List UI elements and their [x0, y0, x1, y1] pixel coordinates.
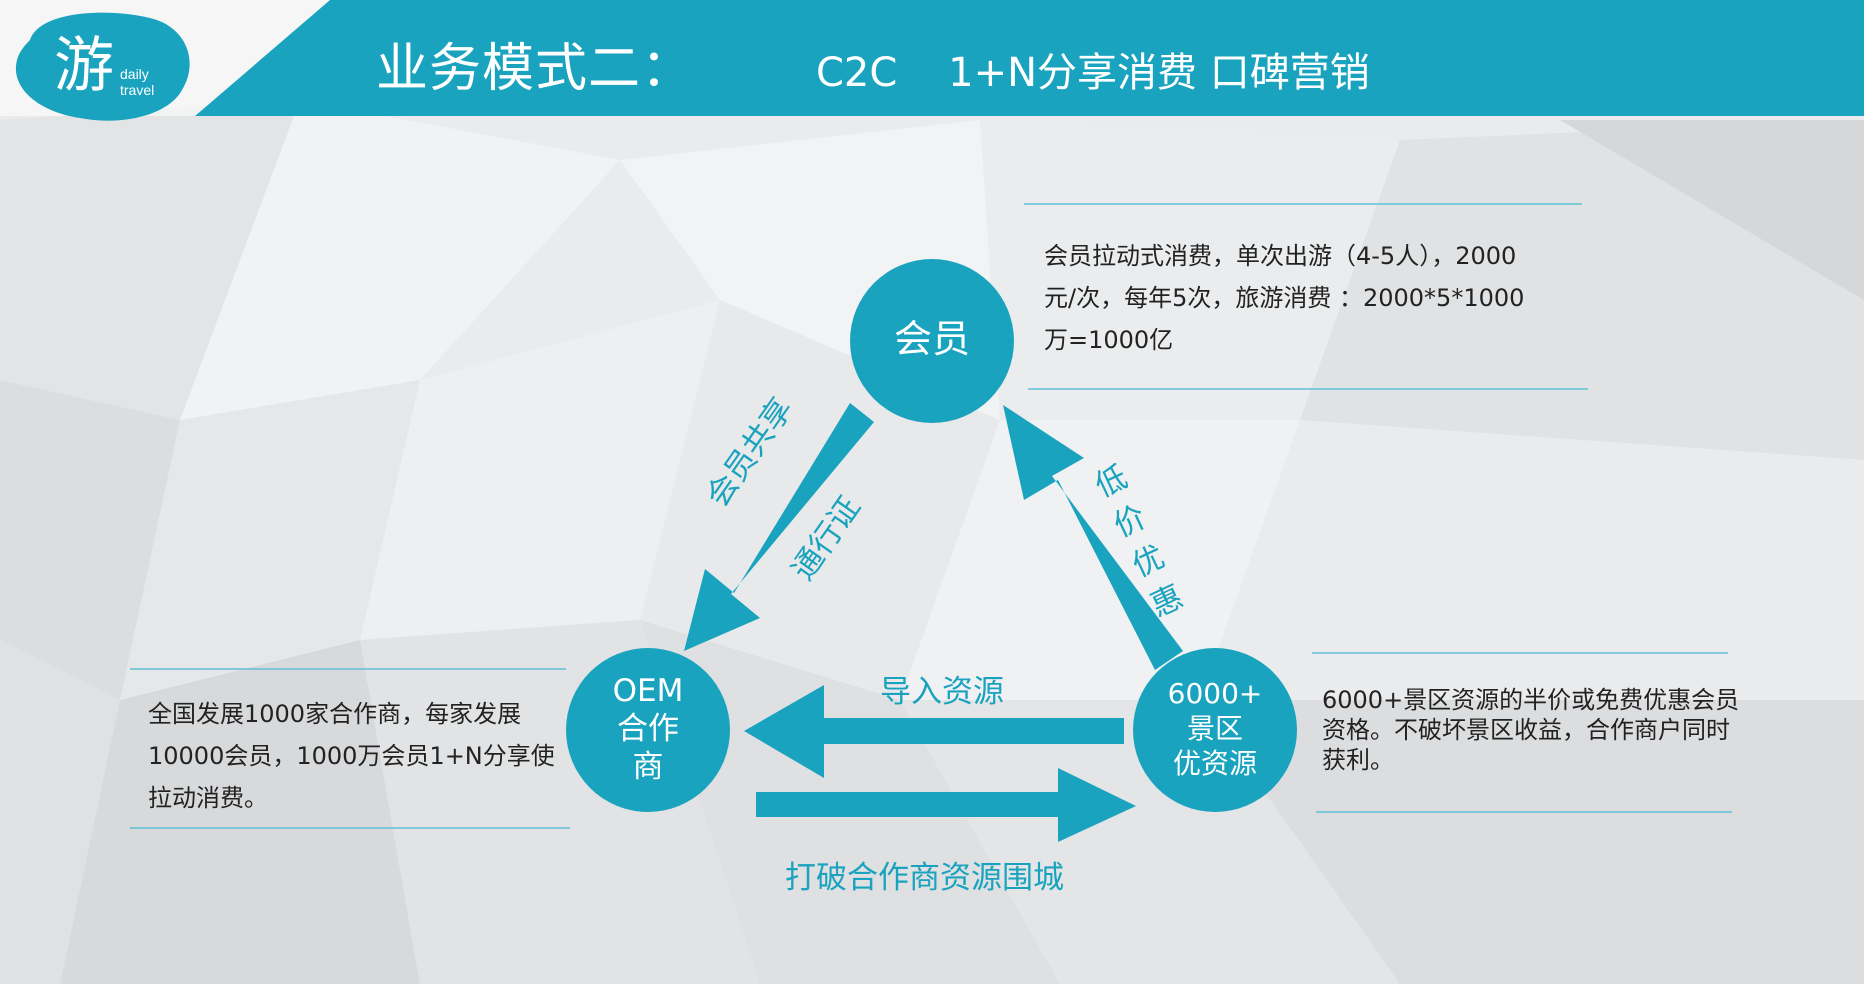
page-title: 业务模式二：	[376, 39, 695, 99]
resource-node	[1133, 648, 1297, 812]
arrow-member-to-oem	[684, 403, 874, 651]
member-description-line1: 会员拉动式消费，单次出游（4-5人），2000	[1044, 242, 1517, 270]
member-node	[850, 259, 1014, 423]
resource-node-label-line3: 优资源	[1172, 747, 1257, 780]
resource-description-line3: 获利。	[1322, 746, 1394, 774]
resource-description-line2: 资格。不破坏景区收益，合作商户同时	[1322, 716, 1730, 744]
member-node-label: 会员	[893, 317, 970, 361]
logo-text-daily: daily	[120, 66, 149, 82]
resource-description: 6000+景区资源的半价或免费优惠会员 资格。不破坏景区收益，合作商户同时 获利…	[1322, 685, 1762, 775]
oem-node-label-line2: 合作	[617, 711, 679, 747]
arrow-oem-to-resource	[756, 768, 1136, 842]
oem-node-label-line1: OEM	[612, 673, 684, 709]
oem-node	[566, 648, 730, 812]
oem-description-line3: 拉动消费。	[148, 784, 268, 812]
member-description-line2: 元/次，每年5次，旅游消费 ：2000*5*1000	[1044, 284, 1525, 312]
logo-glyph: 游	[54, 31, 114, 101]
logo-text-travel: travel	[120, 82, 155, 98]
header-bar	[195, 0, 1864, 116]
oem-node-label: OEM 合作 商	[576, 672, 720, 786]
oem-node-label-line3: 商	[632, 749, 664, 785]
oem-description-line1: 全国发展1000家合作商，每家发展	[148, 700, 522, 728]
page-subtitle: C2C 1+N分享消费 口碑营销	[816, 50, 1370, 96]
oem-description-line2: 10000会员，1000万会员1+N分享使	[148, 742, 555, 770]
member-description: 会员拉动式消费，单次出游（4-5人），2000 元/次，每年5次，旅游消费 ：2…	[1044, 235, 1604, 361]
arrow-resource-to-oem	[744, 685, 1124, 778]
edge-label-import-resources: 导入资源	[880, 674, 1004, 710]
resource-node-label-line1: 6000+	[1167, 677, 1263, 710]
oem-description: 全国发展1000家合作商，每家发展 10000会员，1000万会员1+N分享使 …	[148, 693, 588, 819]
logo-blob	[15, 12, 190, 121]
resource-description-line1: 6000+景区资源的半价或免费优惠会员	[1322, 686, 1740, 714]
edge-label-break-siege: 打破合作商资源围城	[785, 860, 1064, 896]
resource-node-label-line2: 景区	[1186, 712, 1243, 745]
member-description-line3: 万=1000亿	[1044, 326, 1174, 354]
resource-node-label: 6000+ 景区 优资源	[1143, 676, 1287, 781]
arrow-resource-to-member	[1003, 405, 1183, 670]
